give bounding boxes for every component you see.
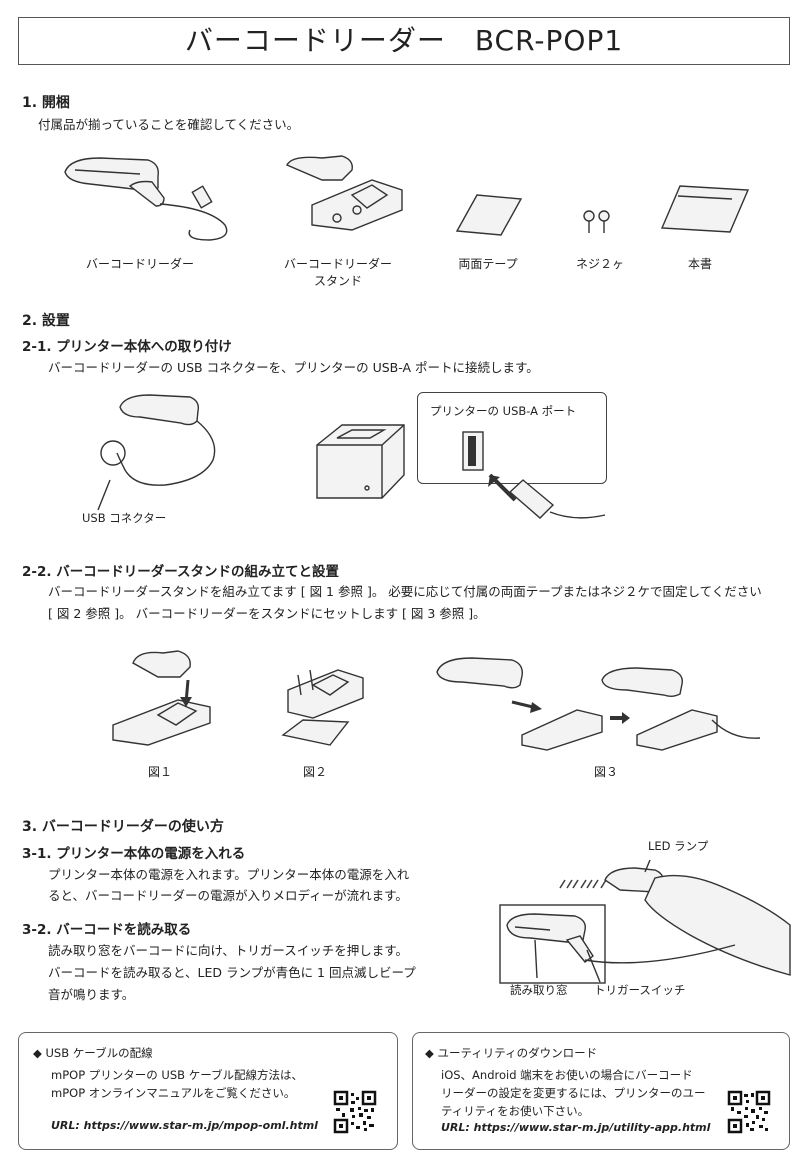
usb-port-callout-label: プリンターの USB-A ポート (430, 404, 577, 418)
barcode-reader-icon (64, 157, 228, 241)
section-3-2-line3: 音が鳴ります。 (48, 987, 135, 1002)
section-3-1-heading: 3-1. プリンター本体の電源を入れる (22, 846, 246, 862)
qr-code-icon (333, 1090, 377, 1134)
section-2-2-line2: [ 図 2 参照 ]。 バーコードリーダーをスタンドにセットします [ 図 3 … (48, 606, 486, 621)
utility-line1: iOS、Android 端末をお使いの場合にバーコード (441, 1068, 693, 1082)
section-1-text: 付属品が揃っていることを確認してください。 (38, 117, 300, 132)
usb-connector-leader (97, 479, 111, 511)
usb-port-callout: プリンターの USB-A ポート (417, 392, 607, 484)
usb-cable-heading: ◆ USB ケーブルの配線 (33, 1046, 153, 1060)
section-1-heading: 1. 開梱 (22, 95, 70, 111)
qr-code-icon (727, 1090, 771, 1134)
manual-icon (660, 185, 750, 233)
scanning-illustration (499, 859, 791, 984)
figure-2-illustration (281, 669, 364, 746)
section-2-1-heading: 2-1. プリンター本体への取り付け (22, 339, 232, 355)
figure-1-caption: 図１ (147, 765, 172, 779)
item-label-screws: ネジ２ヶ (575, 257, 624, 271)
figure-3-caption: 図３ (593, 765, 618, 779)
section-3-2-line1: 読み取り窓をバーコードに向け、トリガースイッチを押します。 (48, 943, 409, 958)
section-2-2-line1: バーコードリーダースタンドを組み立てます [ 図 1 参照 ]。 必要に応じて付… (48, 584, 762, 599)
printer-illustration (316, 424, 405, 499)
usb-port-detail (462, 431, 606, 519)
usb-cable-url[interactable]: URL: https://www.star-m.jp/mpop-oml.html (51, 1119, 318, 1132)
reader-cable-illustration (100, 394, 216, 486)
section-2-2-heading: 2-2. バーコードリーダースタンドの組み立てと設置 (22, 564, 340, 580)
figure-2-caption: 図２ (302, 765, 327, 779)
reader-stand-icon (286, 155, 403, 231)
section-2-heading: 2. 設置 (22, 313, 70, 329)
double-sided-tape-icon (455, 194, 523, 236)
led-lamp-label: LED ランプ (648, 839, 709, 853)
item-label-tape: 両面テープ (458, 257, 518, 271)
figure-1-illustration (112, 650, 211, 746)
usb-cable-info-box: ◆ USB ケーブルの配線 mPOP プリンターの USB ケーブル配線方法は、… (18, 1032, 398, 1150)
utility-download-box: ◆ ユーティリティのダウンロード iOS、Android 端末をお使いの場合にバ… (412, 1032, 790, 1150)
section-3-2-line2: バーコードを読み取ると、LED ランプが青色に 1 回点滅しビープ (48, 965, 416, 980)
usb-cable-line2: mPOP オンラインマニュアルをご覧ください。 (51, 1086, 296, 1100)
utility-heading: ◆ ユーティリティのダウンロード (425, 1046, 598, 1060)
utility-line3: ティリティをお使い下さい。 (441, 1104, 590, 1118)
reading-window-label: 読み取り窓 (510, 983, 568, 997)
item-label-manual: 本書 (687, 257, 712, 271)
section-3-1-line2: ると、バーコードリーダーの電源が入りメロディーが流れます。 (48, 888, 408, 903)
figure-3-illustration (436, 657, 761, 751)
trigger-switch-label: トリガースイッチ (594, 983, 686, 997)
screw-icon (583, 210, 610, 233)
page-title: バーコードリーダー BCR-POP1 (18, 17, 790, 65)
barcode-icon (559, 879, 607, 889)
section-3-heading: 3. バーコードリーダーの使い方 (22, 819, 224, 835)
utility-url[interactable]: URL: https://www.star-m.jp/utility-app.h… (441, 1121, 711, 1134)
section-3-1-line1: プリンター本体の電源を入れます。プリンター本体の電源を入れ (48, 867, 410, 882)
item-label-stand: バーコードリーダー スタンド (283, 257, 392, 288)
usb-connector-label: USB コネクター (82, 511, 167, 525)
section-3-2-heading: 3-2. バーコードを読み取る (22, 922, 192, 938)
usb-cable-line1: mPOP プリンターの USB ケーブル配線方法は、 (51, 1068, 304, 1082)
item-label-reader: バーコードリーダー (85, 257, 194, 271)
section-2-1-text: バーコードリーダーの USB コネクターを、プリンターの USB-A ポートに接… (48, 360, 539, 375)
utility-line2: リーダーの設定を変更するには、プリンターのユー (441, 1086, 706, 1100)
